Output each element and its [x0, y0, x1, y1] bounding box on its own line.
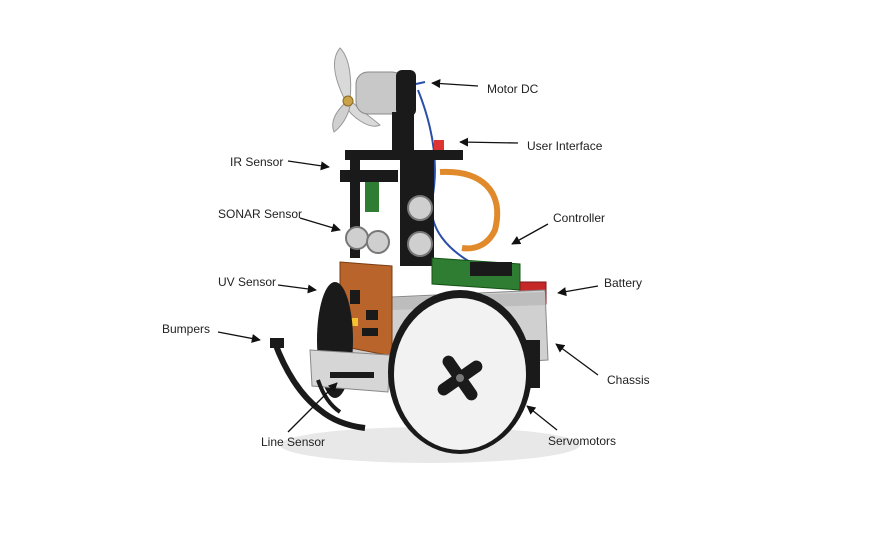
label-chassis: Chassis: [607, 373, 650, 387]
labels: Motor DC User Interface IR Sensor SONAR …: [162, 82, 650, 449]
arrow-bumpers: [217, 331, 261, 343]
label-battery: Battery: [604, 276, 642, 290]
label-servomotors: Servomotors: [548, 434, 616, 448]
arrows: [217, 78, 599, 433]
arrow-chassis: [555, 343, 599, 376]
arrow-motor-dc: [431, 78, 479, 89]
arrow-uv-sensor: [277, 284, 317, 294]
bumpers: [270, 338, 366, 431]
label-uv-sensor: UV Sensor: [218, 275, 276, 289]
arrow-line-sensor: [287, 382, 338, 433]
arrow-ir-sensor: [287, 160, 330, 171]
label-bumpers: Bumpers: [162, 322, 210, 336]
right-wheel: [388, 290, 532, 454]
label-line-sensor: Line Sensor: [261, 435, 325, 449]
sonar-sensors: [345, 195, 433, 257]
arrow-controller: [511, 223, 549, 245]
dc-motor: [355, 70, 426, 116]
label-controller: Controller: [553, 211, 605, 225]
controller-board: [431, 257, 521, 291]
label-motor-dc: Motor DC: [487, 82, 539, 96]
arrow-servomotors: [526, 405, 558, 431]
robot-illustration: [270, 47, 580, 463]
label-ir-sensor: IR Sensor: [230, 155, 283, 169]
arrow-battery: [557, 285, 599, 297]
label-user-interface: User Interface: [527, 139, 603, 153]
arrow-user-interface: [459, 137, 519, 147]
arrow-sonar-sensor: [299, 217, 341, 233]
label-sonar-sensor: SONAR Sensor: [218, 207, 302, 221]
